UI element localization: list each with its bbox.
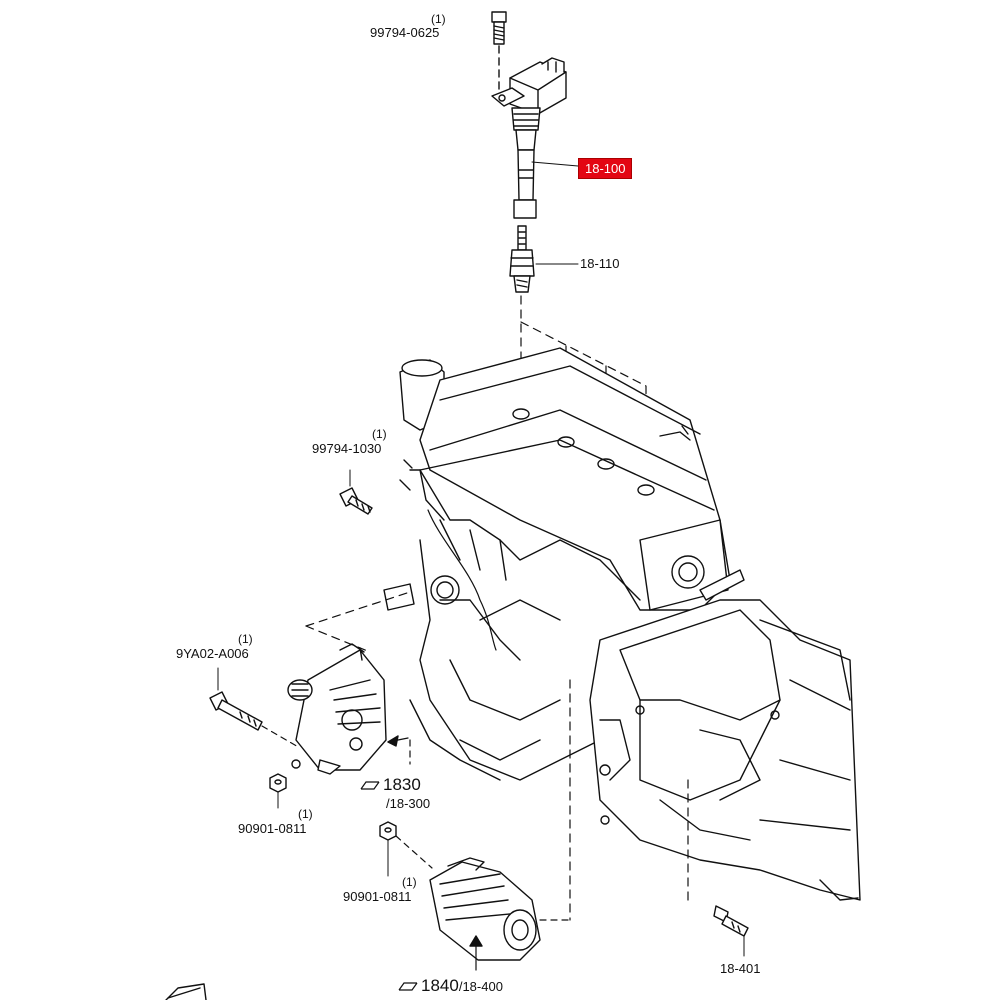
bolt-mid-part-number[interactable]: 99794-1030 — [312, 441, 382, 456]
starter-nut-icon — [379, 821, 397, 841]
alternator-bolt-part-number[interactable]: 9YA02-A006 — [176, 646, 249, 661]
spark-plug-icon — [509, 225, 535, 293]
ignition-coil-part-number[interactable]: 18-100 — [578, 158, 633, 179]
alternator-figure-ref[interactable]: 1830 — [360, 776, 421, 795]
alternator-page-ref[interactable]: /18-300 — [386, 796, 431, 811]
alternator-nut-part-number[interactable]: 90901-0811 — [238, 821, 307, 836]
bolt-top-icon — [491, 11, 507, 45]
alternator-nut-qty: (1) — [298, 807, 313, 821]
starter-page-ref[interactable]: /18-400 — [458, 979, 503, 994]
starter-nut-qty: (1) — [402, 875, 417, 889]
alternator-nut-icon — [269, 773, 287, 793]
transmission-bolt-icon — [713, 905, 749, 937]
transmission-icon — [589, 599, 861, 901]
bolt-top-part-number[interactable]: 99794-0625 — [370, 25, 440, 40]
starter-nut-part-number[interactable]: 90901-0811 — [343, 889, 412, 904]
alternator-bolt-qty: (1) — [238, 632, 253, 646]
engine-block-icon — [383, 347, 745, 781]
front-arrow-icon — [165, 983, 207, 1000]
transmission-bolt-part-number[interactable]: 18-401 — [720, 961, 761, 976]
alternator-figure-number: 1830 — [383, 775, 421, 794]
figure-reference-icon — [360, 781, 380, 790]
bolt-mid-qty: (1) — [372, 427, 387, 441]
starter-figure-number: 1840 — [421, 976, 459, 995]
alternator-icon — [287, 643, 387, 775]
alternator-bolt-icon — [209, 691, 263, 731]
figure-reference-icon — [398, 982, 418, 991]
starter-figure-ref[interactable]: 1840/18-400 — [398, 977, 503, 996]
spark-plug-part-number[interactable]: 18-110 — [580, 256, 620, 271]
ignition-coil-icon — [491, 57, 567, 219]
bolt-top-qty: (1) — [431, 12, 446, 26]
starter-motor-icon — [429, 857, 541, 961]
bolt-mid-icon — [339, 487, 373, 515]
